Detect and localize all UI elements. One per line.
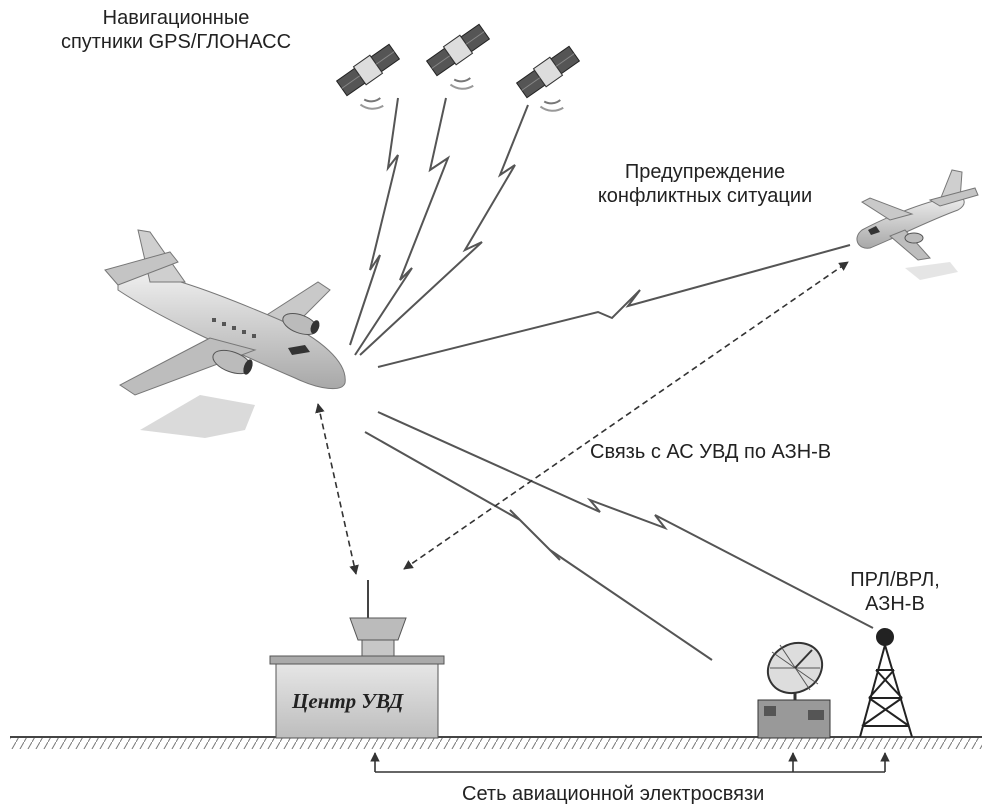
main-aircraft-icon [104,229,346,438]
satellites-label-line1: Навигационные [102,7,250,29]
satellite-3-icon [515,45,581,112]
satellite-1-icon [335,43,401,110]
radar-dish-icon [757,641,831,739]
radar-label-line2: АЗН-В [865,593,925,615]
radar-label: ПРЛ/ВРЛ, АЗН-В [840,568,950,616]
ads-b-link-label: Связь с АС УВД по АЗН-В [590,441,832,463]
satellites-label-line2: спутники GPS/ГЛОНАСС [60,31,292,53]
datalink-arrows [315,261,849,575]
conflict-warning-label: Предупреждение конфликтных ситуации [560,160,850,208]
antenna-tower-icon [859,628,913,738]
satellite-links [349,97,529,356]
conflict-label-line1: Предупреждение [624,161,786,183]
satellite-2-icon [425,23,491,90]
conflict-label-line2: конфликтных ситуации [597,185,813,207]
atc-center-label: Центр УВД [292,689,404,713]
other-aircraft-icon [856,169,979,280]
satellites-label: Навигационные спутники GPS/ГЛОНАСС [30,6,322,54]
radar-label-line1: ПРЛ/ВРЛ, [850,569,940,591]
ground [10,736,982,749]
network-lines [370,752,890,773]
atc-center-building [269,580,445,739]
network-label: Сеть авиационной электросвязи [462,783,765,805]
